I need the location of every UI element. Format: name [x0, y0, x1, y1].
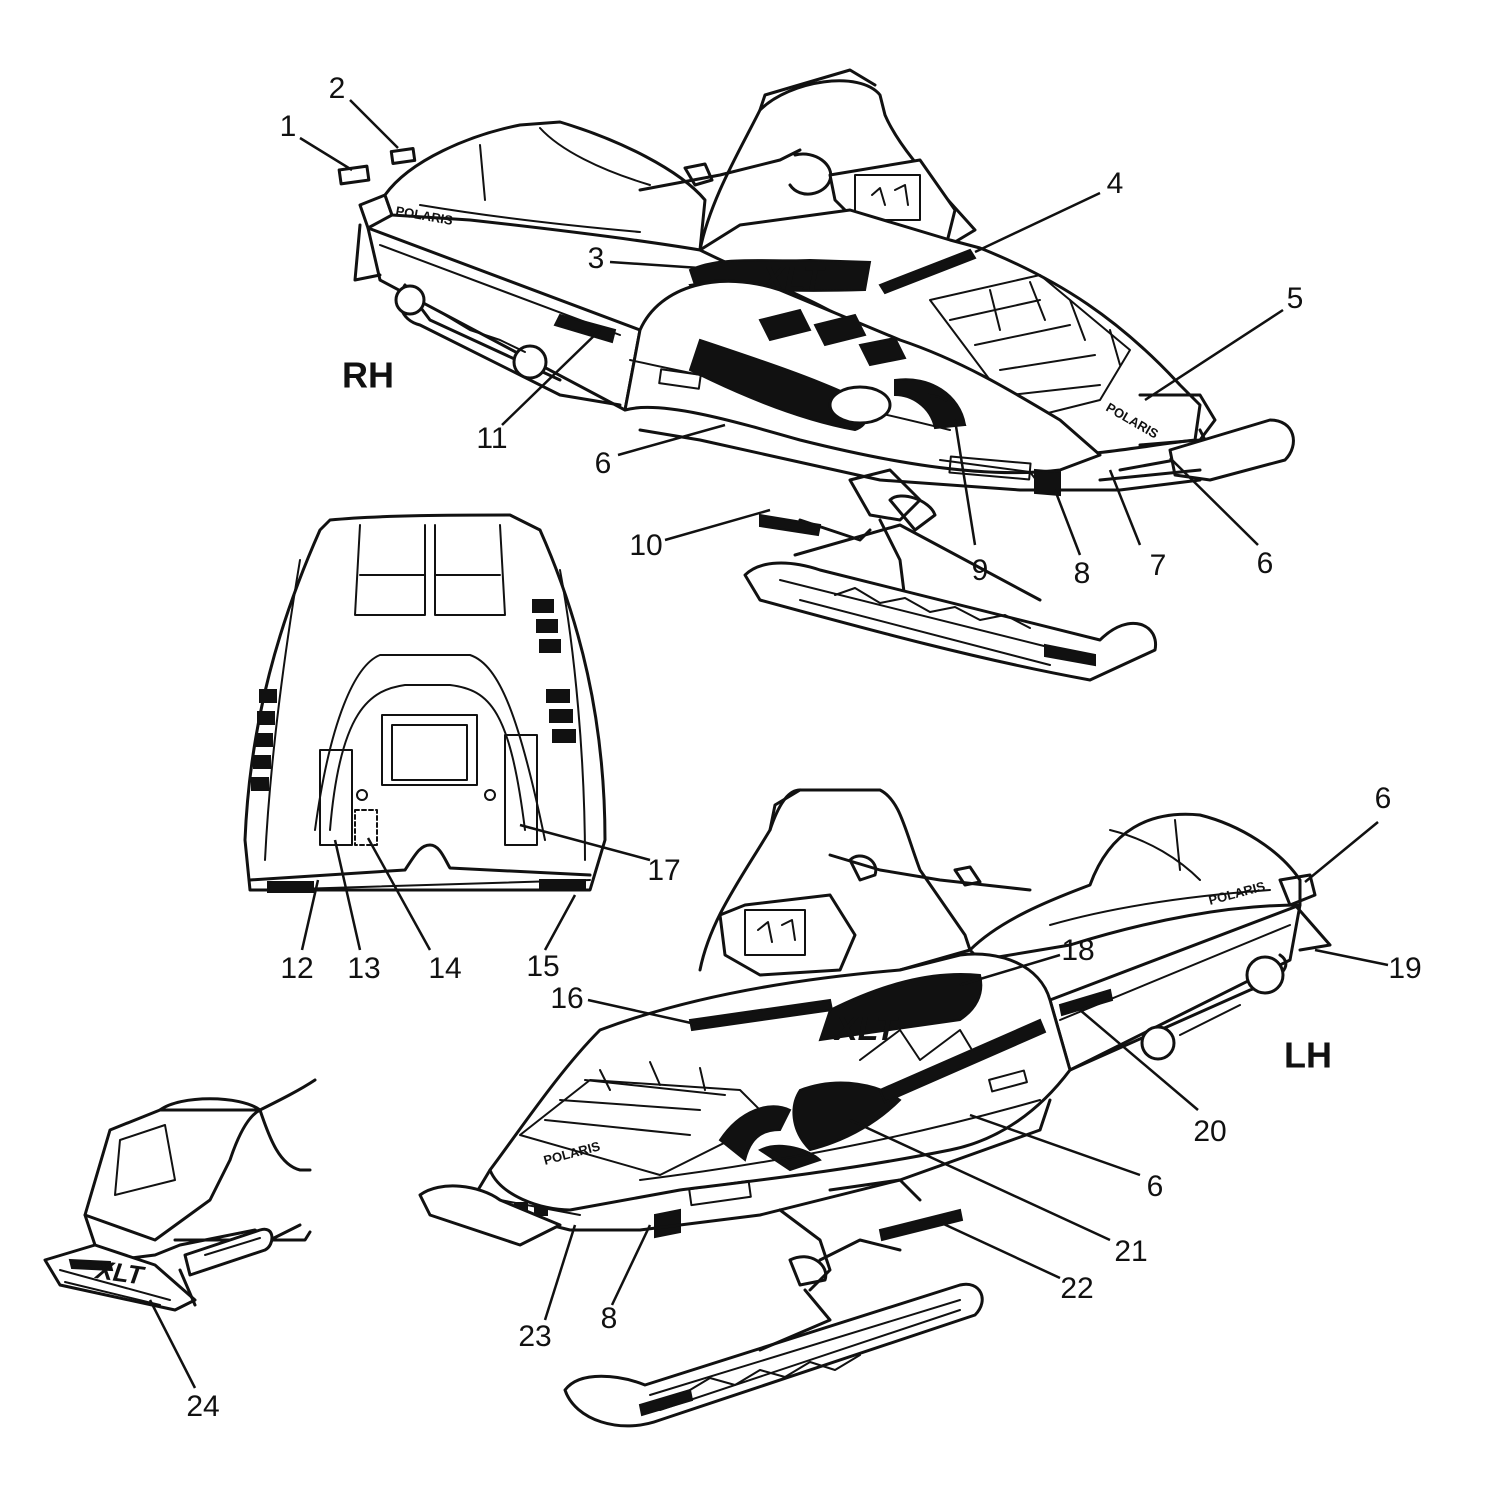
callout-4: 4 — [1107, 167, 1124, 200]
callout-16: 16 — [550, 982, 583, 1015]
callout-6b: 6 — [1257, 547, 1274, 580]
callout-23: 23 — [518, 1320, 551, 1353]
callout-numbers: 1 2 3 4 5 6 6 7 8 9 10 11 12 13 14 15 17… — [186, 72, 1421, 1423]
callout-14: 14 — [428, 952, 461, 985]
xlt-bumper-decal: XLT — [92, 1254, 147, 1291]
callout-6c: 6 — [1375, 782, 1392, 815]
callout-12: 12 — [280, 952, 313, 985]
callout-11: 11 — [476, 422, 507, 455]
leader-lines — [148, 99, 1389, 1389]
callout-2: 2 — [329, 72, 346, 105]
callout-22: 22 — [1060, 1272, 1093, 1305]
callout-9: 9 — [972, 554, 989, 587]
snowmobile-lh-view: XLT POLARIS POLAR — [418, 788, 1332, 1428]
callout-18: 18 — [1061, 934, 1094, 967]
callout-7: 7 — [1150, 549, 1167, 582]
callout-13: 13 — [347, 952, 380, 985]
callout-17: 17 — [647, 854, 680, 887]
callout-5: 5 — [1287, 282, 1304, 315]
callout-24: 24 — [186, 1390, 219, 1423]
callout-15: 15 — [526, 950, 559, 983]
callout-8b: 8 — [601, 1302, 618, 1335]
callout-6d: 6 — [1147, 1170, 1164, 1203]
snowmobile-rh-view: XLT — [337, 68, 1295, 682]
hood-top-view — [243, 513, 607, 893]
callout-21: 21 — [1114, 1235, 1147, 1268]
callout-6a: 6 — [595, 447, 612, 480]
callout-8a: 8 — [1074, 557, 1091, 590]
rh-side-label: RH — [342, 355, 394, 396]
callout-1: 1 — [280, 110, 297, 143]
callout-19: 19 — [1388, 952, 1421, 985]
rear-bumper-detail: XLT — [43, 1078, 317, 1312]
callout-20: 20 — [1193, 1115, 1226, 1148]
callout-10: 10 — [629, 529, 662, 562]
callout-3: 3 — [588, 242, 605, 275]
lh-side-label: LH — [1284, 1035, 1332, 1076]
xlt-hood-decal-lh: XLT — [833, 1010, 900, 1048]
